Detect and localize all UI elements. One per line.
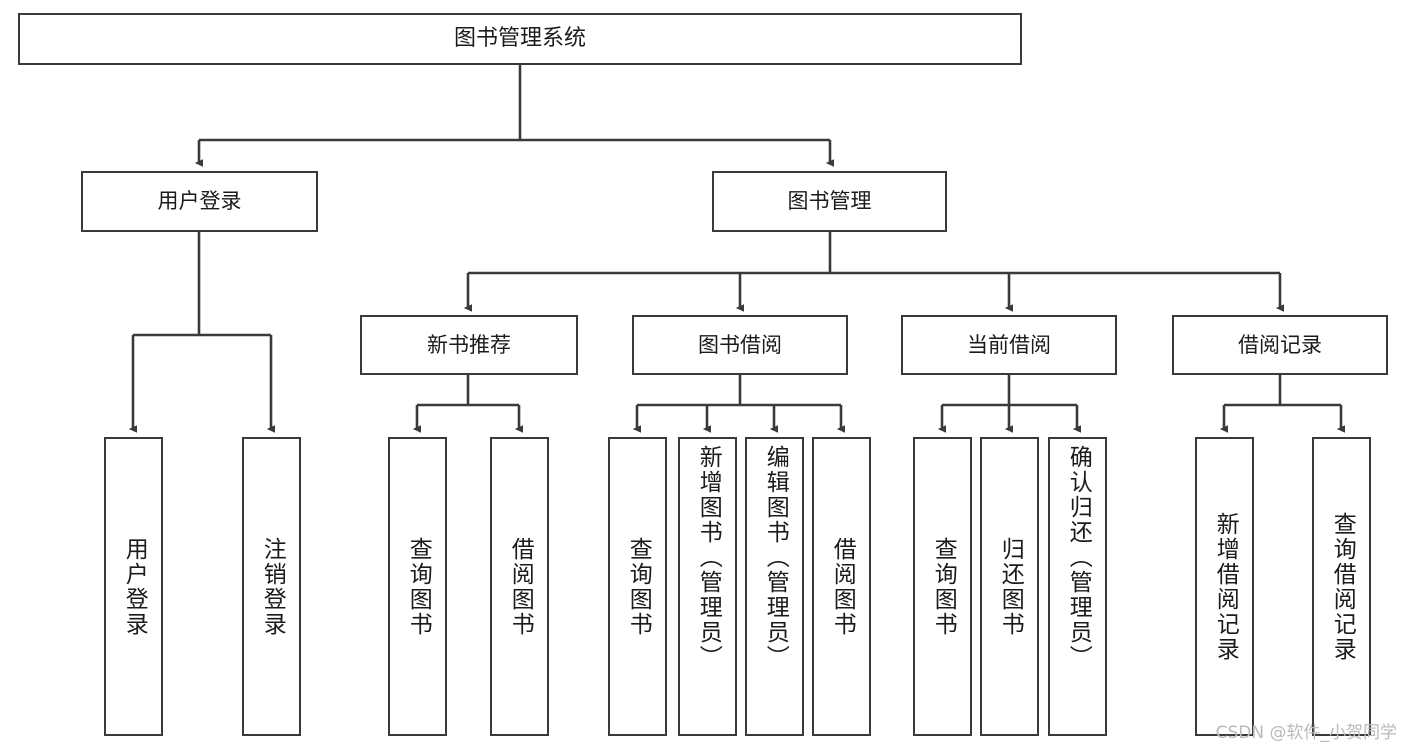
node-label: 查询图书 — [930, 536, 957, 637]
node-leaf-user-login[interactable]: 用户登录 — [104, 437, 163, 736]
node-label: 查询图书 — [405, 536, 432, 637]
node-label: 借阅记录 — [1238, 332, 1322, 357]
node-leaf-edit-book[interactable]: 编辑图书（管理员） — [745, 437, 804, 736]
node-leaf-confirm-return[interactable]: 确认归还（管理员） — [1048, 437, 1107, 736]
node-label: 图书借阅 — [698, 332, 782, 357]
node-label: 当前借阅 — [967, 332, 1051, 357]
node-label: 编辑图书（管理员） — [762, 445, 789, 670]
node-leaf-add-book[interactable]: 新增图书（管理员） — [678, 437, 737, 736]
node-label: 图书管理 — [787, 189, 872, 214]
node-book-management[interactable]: 图书管理 — [712, 171, 947, 232]
node-label: 新增借阅记录 — [1212, 511, 1239, 662]
node-new-book-recommend[interactable]: 新书推荐 — [360, 315, 578, 375]
node-label: 注销登录 — [259, 536, 286, 637]
node-label: 用户登录 — [121, 536, 148, 637]
node-user-login[interactable]: 用户登录 — [81, 171, 318, 232]
node-leaf-logout[interactable]: 注销登录 — [242, 437, 301, 736]
node-borrow-record[interactable]: 借阅记录 — [1172, 315, 1388, 375]
node-current-borrow[interactable]: 当前借阅 — [901, 315, 1117, 375]
node-label: 新书推荐 — [427, 332, 511, 357]
node-label: 确认归还（管理员） — [1065, 445, 1092, 670]
node-leaf-query-book-3[interactable]: 查询图书 — [913, 437, 972, 736]
node-leaf-return-book[interactable]: 归还图书 — [980, 437, 1039, 736]
node-leaf-borrow-book-2[interactable]: 借阅图书 — [812, 437, 871, 736]
node-leaf-query-book-2[interactable]: 查询图书 — [608, 437, 667, 736]
node-label: 借阅图书 — [829, 536, 856, 637]
node-label: 新增图书（管理员） — [695, 445, 722, 670]
node-label: 归还图书 — [997, 536, 1024, 637]
node-label: 借阅图书 — [507, 536, 534, 637]
node-root-system[interactable]: 图书管理系统 — [18, 13, 1022, 65]
node-leaf-borrow-book-1[interactable]: 借阅图书 — [490, 437, 549, 736]
watermark-text: CSDN @软件_小贺同学 — [1215, 723, 1397, 743]
node-leaf-query-record[interactable]: 查询借阅记录 — [1312, 437, 1371, 736]
node-leaf-query-book-1[interactable]: 查询图书 — [388, 437, 447, 736]
node-label: 用户登录 — [157, 189, 242, 214]
node-label: 查询图书 — [625, 536, 652, 637]
node-label: 图书管理系统 — [453, 26, 586, 52]
node-book-borrow[interactable]: 图书借阅 — [632, 315, 848, 375]
node-leaf-add-record[interactable]: 新增借阅记录 — [1195, 437, 1254, 736]
node-label: 查询借阅记录 — [1329, 511, 1356, 662]
